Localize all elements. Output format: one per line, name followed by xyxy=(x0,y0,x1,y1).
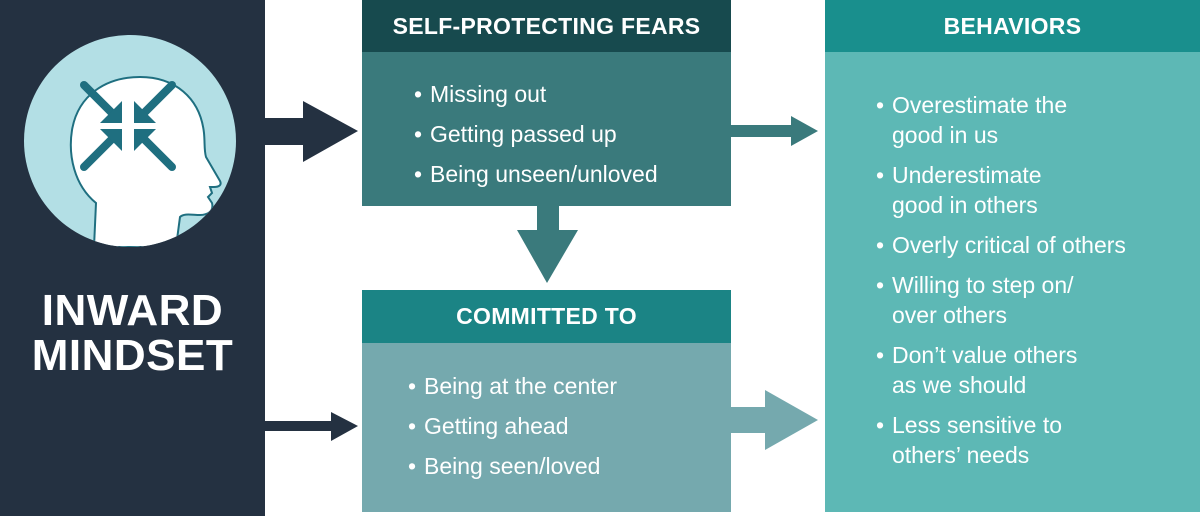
item-line: Don’t value others xyxy=(892,342,1078,368)
item-line: others’ needs xyxy=(892,442,1030,468)
head-with-inward-arrows-icon xyxy=(69,75,222,247)
item-line: Willing to step on/ xyxy=(892,272,1074,298)
list-item: Overestimate the good in us xyxy=(876,90,1126,150)
title-line-2: MINDSET xyxy=(31,331,234,380)
title-line-1: INWARD xyxy=(41,286,224,335)
item-line: over others xyxy=(892,302,1008,328)
item-line: Less sensitive to xyxy=(892,412,1063,438)
arrow-right-icon xyxy=(265,412,358,441)
behaviors-header: BEHAVIORS xyxy=(825,0,1200,52)
behaviors-body: Overestimate the good in us Underestimate… xyxy=(825,52,1200,512)
item-line: Overestimate the xyxy=(892,92,1068,118)
list-item: Underestimate good in others xyxy=(876,160,1126,220)
list-item: Getting ahead xyxy=(408,406,617,446)
item-line: Overly critical of others xyxy=(892,232,1126,258)
item-line: as we should xyxy=(892,372,1027,398)
committed-to-box: COMMITTED TO Being at the center Getting… xyxy=(362,290,731,512)
arrow-right-icon xyxy=(730,390,818,450)
behaviors-list: Overestimate the good in us Underestimate… xyxy=(876,90,1126,480)
item-line: Underestimate xyxy=(892,162,1042,188)
arrow-down-icon xyxy=(517,205,578,283)
committed-list: Being at the center Getting ahead Being … xyxy=(408,366,617,486)
list-item: Being unseen/unloved xyxy=(414,154,658,194)
inward-mindset-title: INWARD MINDSET xyxy=(0,288,265,378)
fears-header: SELF-PROTECTING FEARS xyxy=(362,0,731,52)
list-item: Less sensitive to others’ needs xyxy=(876,410,1126,470)
behaviors-box: BEHAVIORS Overestimate the good in us Und… xyxy=(825,0,1200,512)
list-item: Getting passed up xyxy=(414,114,658,154)
list-item: Don’t value others as we should xyxy=(876,340,1126,400)
item-line: good in others xyxy=(892,192,1038,218)
item-line: good in us xyxy=(892,122,999,148)
fears-list: Missing out Getting passed up Being unse… xyxy=(414,74,658,194)
list-item: Missing out xyxy=(414,74,658,114)
list-item: Overly critical of others xyxy=(876,230,1126,260)
committed-body: Being at the center Getting ahead Being … xyxy=(362,343,731,512)
list-item: Willing to step on/over others xyxy=(876,270,1126,330)
self-protecting-fears-box: SELF-PROTECTING FEARS Missing out Gettin… xyxy=(362,0,731,206)
committed-header: COMMITTED TO xyxy=(362,290,731,343)
fears-body: Missing out Getting passed up Being unse… xyxy=(362,52,731,206)
list-item: Being seen/loved xyxy=(408,446,617,486)
head-icon-circle xyxy=(24,35,236,247)
arrow-right-icon xyxy=(730,116,818,146)
arrow-right-icon xyxy=(265,101,358,162)
list-item: Being at the center xyxy=(408,366,617,406)
